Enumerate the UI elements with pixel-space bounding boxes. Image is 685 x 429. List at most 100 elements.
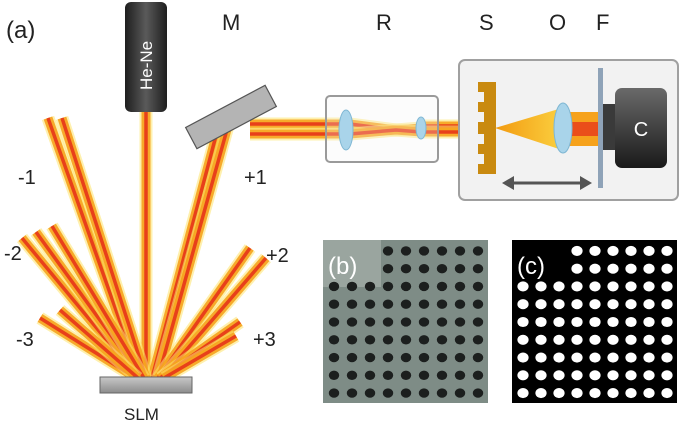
relay-lens-1 (338, 109, 354, 151)
beam-plus-3-b (160, 330, 240, 384)
panel-b-dot (454, 246, 466, 256)
panel-c-dot (589, 388, 601, 399)
panel-c-dot (589, 281, 601, 292)
panel-c-dot (625, 299, 637, 310)
panel-c-dot (535, 370, 547, 381)
panel-c-dot (535, 388, 547, 399)
panel-b-dot (472, 246, 484, 256)
panel-c-dot (589, 334, 601, 345)
panel-c-dot (571, 334, 583, 345)
panel-b-dot (400, 388, 412, 398)
panel-b-dot (472, 281, 484, 292)
order-minus-2: -2 (4, 243, 22, 265)
panel-c-dot (661, 281, 673, 292)
panel-c-dot (625, 388, 637, 399)
filter-label: F (596, 10, 609, 35)
order-plus-3: +3 (253, 329, 276, 351)
panel-c-dot (607, 352, 619, 363)
double-arrow-icon (502, 176, 592, 190)
beam-minus-1-b (55, 116, 153, 380)
panel-b-dot (436, 317, 448, 327)
camera-label: C (634, 119, 648, 141)
laser-label: He-Ne (137, 41, 156, 90)
panel-b-dot (328, 352, 340, 363)
panel-b-dot (454, 264, 466, 274)
panel-b-dot (418, 335, 430, 345)
panel-c-dot (607, 263, 619, 274)
panel-b-dot (400, 246, 412, 256)
panel-b-dot (436, 352, 448, 363)
panel-b-dot (472, 335, 484, 345)
filter (598, 68, 603, 188)
panel-c-dot (535, 316, 547, 328)
panel-c-dot (553, 299, 565, 310)
panel-b-dot (328, 335, 340, 345)
panel-b-dot (382, 352, 394, 363)
panel-b-dot (400, 264, 412, 274)
panel-b-dot (382, 388, 394, 398)
panel-c: (c) (512, 240, 677, 403)
panel-c-dot (517, 316, 529, 328)
panel-c-dot (625, 263, 637, 274)
sample (478, 82, 496, 174)
panel-c-dot (553, 352, 565, 363)
panel-b-dot (382, 246, 394, 256)
panel-b-dot (418, 246, 430, 256)
diffraction-beams (16, 112, 496, 384)
panel-c-dot (607, 334, 619, 345)
panel-c-dot (625, 281, 637, 292)
panel-c-dot (661, 245, 673, 256)
panel-b-dot (472, 299, 484, 309)
panel-b-dot (382, 281, 394, 292)
panel-c-dot (643, 281, 655, 292)
panel-c-dot (589, 299, 601, 310)
panel-c-dot (643, 334, 655, 345)
panel-c-dot (517, 352, 529, 363)
panel-b-dot (364, 335, 376, 345)
panel-b-dot (454, 299, 466, 309)
camera: C (603, 88, 667, 168)
panel-b-dot (346, 388, 358, 398)
panel-c-dot (589, 370, 601, 381)
panel-b-dot (436, 299, 448, 309)
panel-b-dot (382, 335, 394, 345)
panel-c-dot (571, 245, 583, 256)
panel-c-dot (589, 316, 601, 328)
panel-b-dot (382, 299, 394, 309)
panel-b-dot (418, 352, 430, 363)
panel-c-dot (553, 334, 565, 345)
panel-c-dot (625, 352, 637, 363)
panel-c-dot (535, 281, 547, 292)
panel-b-dot (328, 388, 340, 398)
panel-b-dot (454, 335, 466, 345)
panel-b-dot (400, 370, 412, 380)
panel-b-dot (364, 281, 376, 292)
panel-b-dot (346, 299, 358, 309)
panel-b-dot (400, 335, 412, 345)
panel-c-dot (589, 245, 601, 256)
beam-plus-1-b (151, 124, 235, 380)
panel-b-dot (472, 317, 484, 327)
panel-c-dot (607, 316, 619, 328)
mirror-label: M (222, 10, 240, 35)
panel-b-dot (364, 352, 376, 363)
panel-c-dot (553, 281, 565, 292)
panel-c-dot (607, 281, 619, 292)
panel-b-dot (418, 370, 430, 380)
panel-c-dot (661, 316, 673, 328)
panel-b-dot (454, 388, 466, 398)
panel-c-dot (553, 388, 565, 399)
panel-b-dot (454, 352, 466, 363)
slm (99, 376, 193, 394)
panel-b-dot (418, 281, 430, 292)
panel-c-dot (643, 388, 655, 399)
panel-c-dot (535, 299, 547, 310)
panel-c-dot (571, 370, 583, 381)
panel-b-dot (454, 281, 466, 292)
panel-c-dot (553, 370, 565, 381)
panel-b-dot (472, 264, 484, 274)
panel-c-dot (535, 352, 547, 363)
panel-b-dot (400, 317, 412, 327)
panel-b: (b) (323, 240, 488, 403)
panel-c-dot (625, 245, 637, 256)
